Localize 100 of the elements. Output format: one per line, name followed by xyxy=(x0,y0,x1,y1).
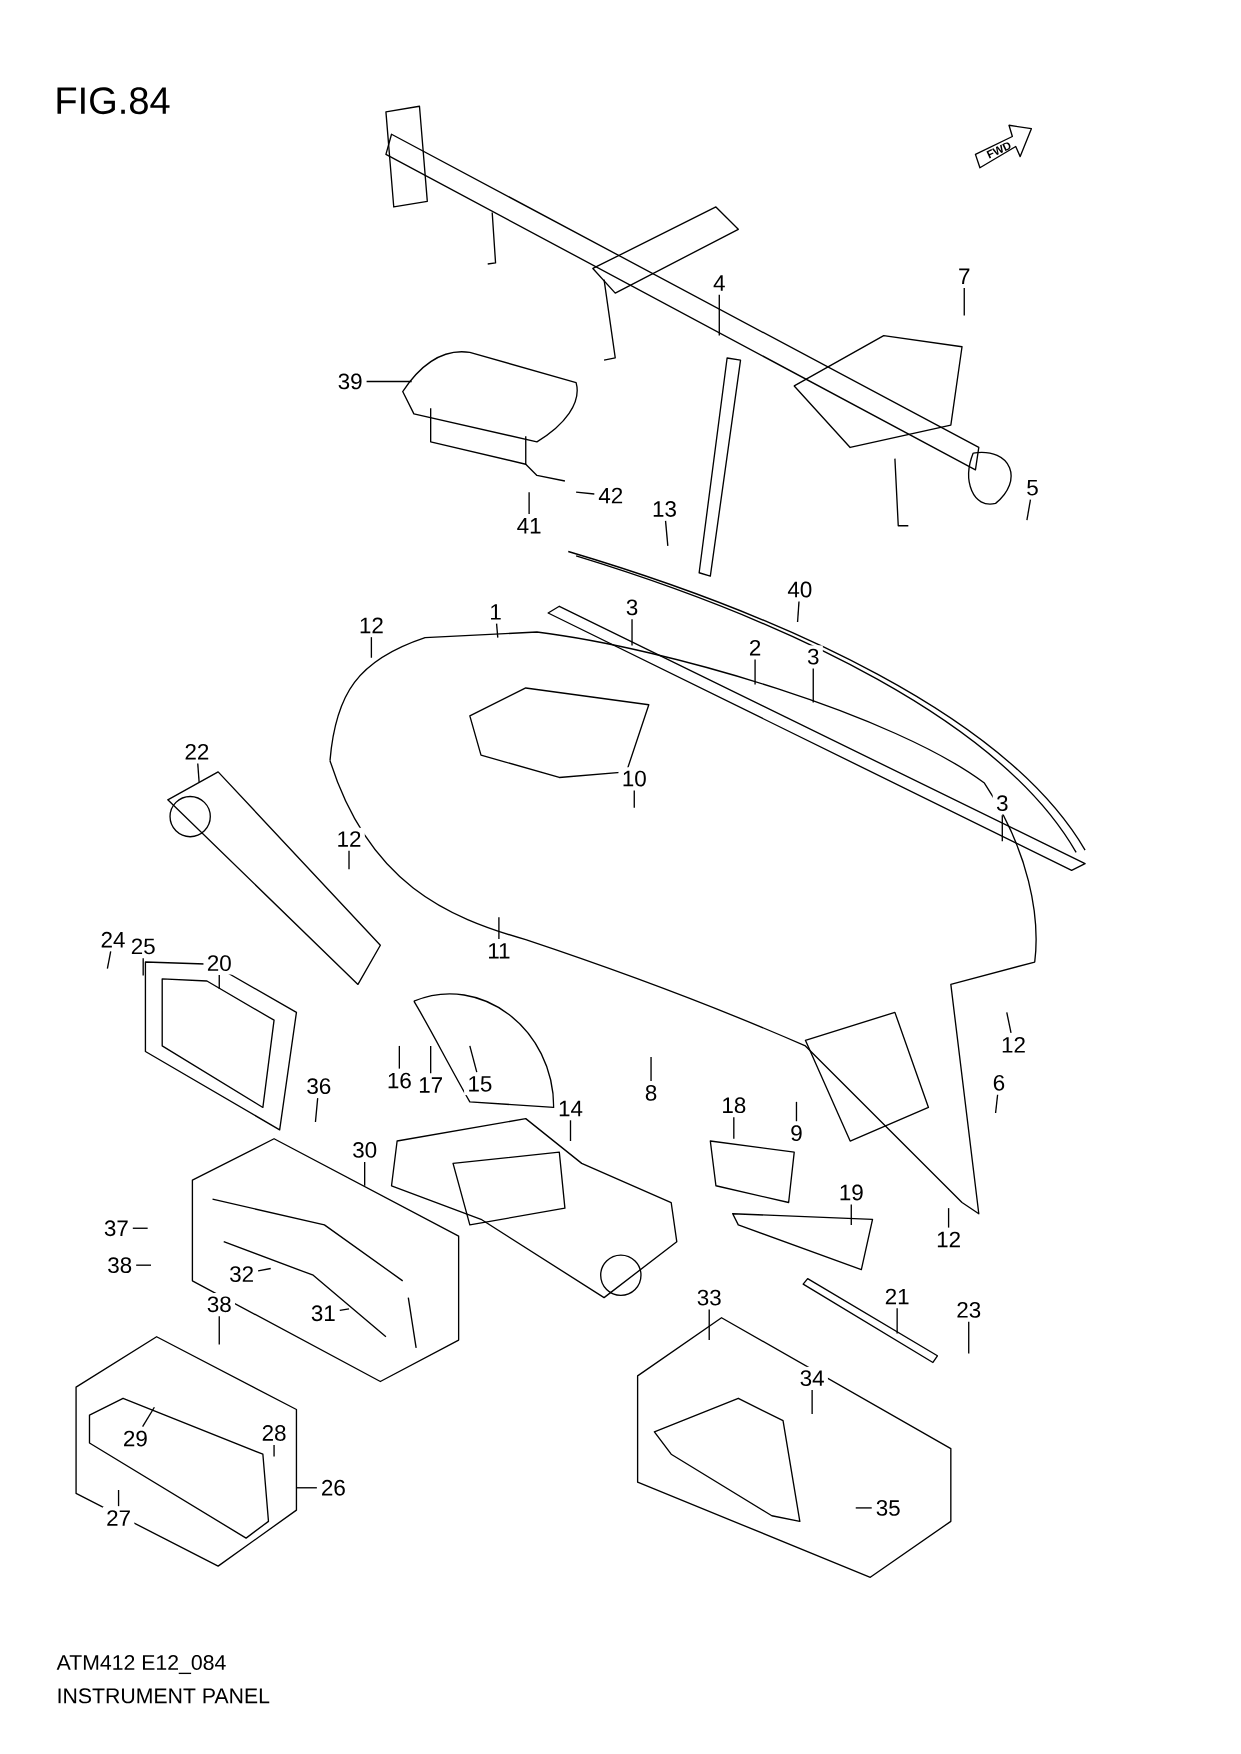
leader-line xyxy=(106,950,112,970)
leader-line xyxy=(968,1321,970,1355)
callout-number: 6 xyxy=(989,1071,1009,1095)
leader-line xyxy=(631,618,633,647)
direction-label: FWD xyxy=(986,142,1011,159)
callout-number: 7 xyxy=(954,265,975,288)
leader-line xyxy=(142,1406,156,1428)
callout-number: 5 xyxy=(1023,476,1043,499)
leader-line xyxy=(1006,1011,1012,1034)
callout-number: 33 xyxy=(693,1286,726,1309)
callout-number: 28 xyxy=(258,1421,291,1445)
callout-number: 23 xyxy=(953,1298,985,1322)
callout-number: 12 xyxy=(333,827,366,851)
callout-number: 18 xyxy=(718,1093,750,1117)
leader-line xyxy=(118,1489,120,1507)
callout-number: 37 xyxy=(100,1217,133,1240)
leader-line xyxy=(812,667,815,704)
callout-number: 20 xyxy=(203,951,236,975)
leader-line xyxy=(948,1207,950,1229)
leader-line xyxy=(963,287,966,317)
callout-number: 3 xyxy=(992,791,1013,815)
callout-number: 8 xyxy=(641,1081,661,1105)
leader-line xyxy=(811,1389,813,1415)
leader-line xyxy=(896,1307,899,1335)
callout-number: 34 xyxy=(796,1366,829,1390)
callout-number: 3 xyxy=(622,596,642,619)
callout-number: 1 xyxy=(486,600,506,623)
leader-line xyxy=(528,491,530,515)
callout-number: 17 xyxy=(415,1074,447,1097)
callout-number: 32 xyxy=(226,1262,258,1286)
leader-line xyxy=(575,491,596,495)
callout-number: 9 xyxy=(787,1121,807,1145)
leader-line xyxy=(633,789,636,809)
leader-line xyxy=(1001,814,1004,842)
callout-number: 4 xyxy=(709,271,730,295)
callout-number: 38 xyxy=(203,1293,236,1316)
leader-line xyxy=(650,1056,652,1082)
leader-line xyxy=(218,974,221,990)
caption: INSTRUMENT PANEL xyxy=(58,1688,270,1704)
leader-line xyxy=(855,1507,873,1509)
leader-line xyxy=(1026,498,1032,521)
callout-number: 25 xyxy=(127,935,160,958)
leader-line xyxy=(135,1264,152,1266)
leader-line xyxy=(498,916,500,940)
callout-number: 14 xyxy=(554,1097,587,1120)
leader-line xyxy=(718,294,721,337)
callout-number: 31 xyxy=(307,1302,340,1325)
leader-line xyxy=(370,636,373,659)
leader-line xyxy=(142,957,145,977)
callout-number: 2 xyxy=(745,636,765,659)
leader-line xyxy=(754,658,756,686)
callout-number: 3 xyxy=(803,645,824,668)
leader-line xyxy=(796,1101,798,1122)
callout-number: 40 xyxy=(784,578,816,601)
leader-line xyxy=(339,1308,350,1312)
leader-line xyxy=(364,1161,366,1187)
leader-line xyxy=(797,600,800,623)
callout-number: 19 xyxy=(835,1181,868,1204)
callout-number: 10 xyxy=(618,767,651,790)
callout-number: 41 xyxy=(513,514,546,537)
callout-number: 35 xyxy=(872,1496,905,1520)
leader-line xyxy=(665,520,669,547)
leader-line xyxy=(570,1119,572,1142)
leader-line xyxy=(708,1308,711,1341)
leader-line xyxy=(218,1315,221,1346)
figure-title: FIG.84 xyxy=(57,87,170,115)
callout-number: 36 xyxy=(303,1074,335,1098)
callout-number: 39 xyxy=(334,370,367,393)
leader-line xyxy=(273,1444,275,1458)
callout-number: 24 xyxy=(97,928,129,951)
callout-number: 27 xyxy=(103,1506,135,1530)
leader-line xyxy=(296,1487,318,1489)
leader-line xyxy=(850,1203,853,1226)
callout-number: 12 xyxy=(997,1033,1030,1056)
leader-line xyxy=(315,1097,319,1123)
leader-line xyxy=(197,762,200,783)
leader-line xyxy=(366,380,413,383)
callout-number: 29 xyxy=(119,1427,152,1450)
callout-number: 38 xyxy=(104,1253,136,1277)
drawing-code: ATM412 E12_084 xyxy=(56,1655,226,1675)
leader-line xyxy=(469,1045,478,1073)
callout-number: 13 xyxy=(648,497,681,521)
leader-line xyxy=(995,1094,999,1114)
callout-number: 16 xyxy=(383,1069,416,1092)
callout-number: 11 xyxy=(484,939,515,962)
callout-number: 12 xyxy=(933,1228,965,1251)
leader-line xyxy=(398,1045,401,1070)
leader-line xyxy=(132,1227,149,1229)
callout-number: 22 xyxy=(181,740,213,763)
callout-number: 15 xyxy=(464,1072,496,1096)
leader-line xyxy=(348,850,350,870)
callout-number: 42 xyxy=(595,484,627,507)
leader-line xyxy=(733,1116,735,1140)
callout-number: 21 xyxy=(881,1285,914,1308)
leader-line xyxy=(257,1267,272,1272)
callout-number: 26 xyxy=(317,1476,350,1500)
leader-line xyxy=(496,622,499,639)
callout-number: 12 xyxy=(355,614,388,637)
callout-number: 30 xyxy=(349,1138,381,1162)
leader-line xyxy=(430,1045,432,1074)
